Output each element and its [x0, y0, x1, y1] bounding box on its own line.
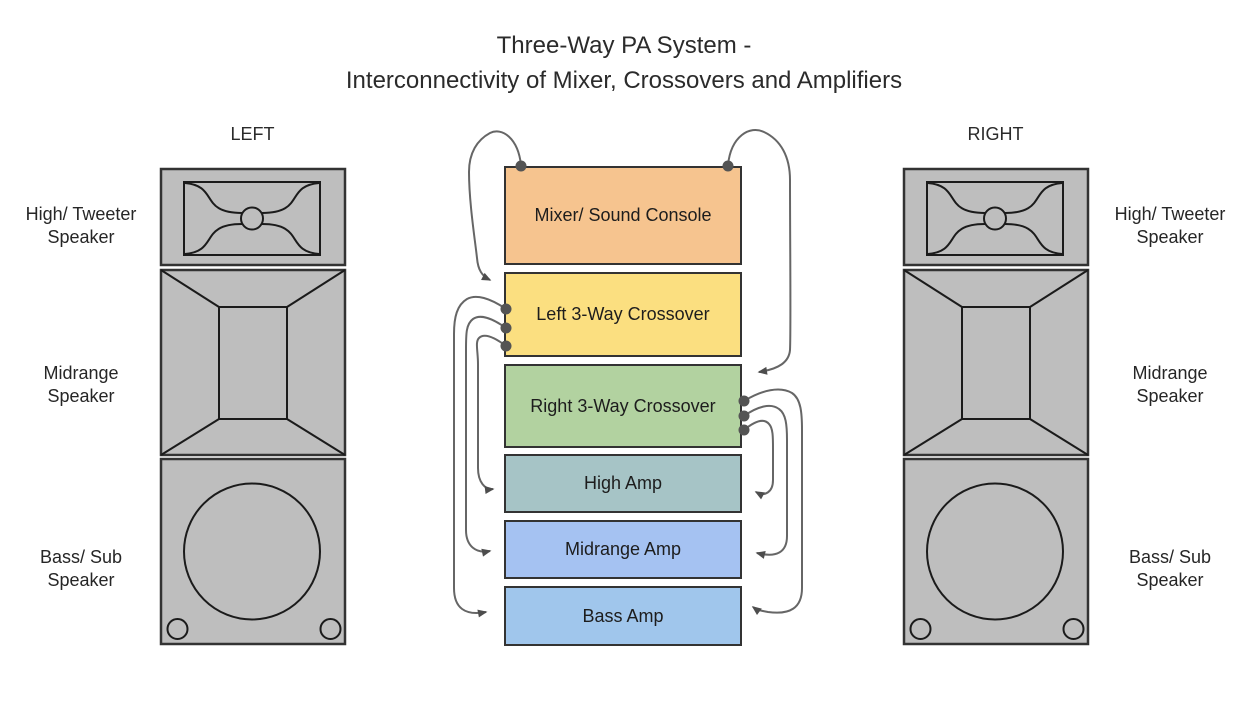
wire-left-crossover-to-high-amp: [475, 334, 507, 494]
wire-left-crossover-to-bass-amp: [453, 295, 507, 618]
label-line: Bass/ Sub: [39, 547, 123, 567]
left-channel-label: LEFT: [230, 124, 275, 144]
high-amp-box: High Amp: [504, 454, 742, 513]
title-line-1: Three-Way PA System -: [496, 32, 752, 59]
left-crossover-box: Left 3-Way Crossover: [504, 272, 742, 357]
left-crossover-box-label: Left 3-Way Crossover: [536, 304, 710, 324]
wire-left-crossover-to-midrange-amp: [465, 315, 507, 557]
label-line: Speaker: [47, 386, 115, 406]
diagram-title: Three-Way PA System - Interconnectivity …: [0, 28, 1248, 98]
right-speaker-cabinet: [902, 167, 1090, 646]
bass-amp-box: Bass Amp: [504, 586, 742, 646]
title-line-2: Interconnectivity of Mixer, Crossovers a…: [345, 67, 903, 94]
wire-right-crossover-to-high-amp: [743, 419, 774, 500]
right-crossover-box-label: Right 3-Way Crossover: [530, 395, 716, 416]
label-line: High/ Tweeter: [1114, 204, 1226, 224]
right-midrange-label: Midrange Speaker: [1094, 362, 1246, 408]
wire-right-crossover-to-midrange-amp: [743, 404, 788, 559]
left-bass-label: Bass/ Sub Speaker: [5, 546, 157, 592]
label-line: Speaker: [1136, 386, 1204, 406]
mixer-box-label: Mixer/ Sound Console: [534, 205, 712, 225]
label-line: Bass/ Sub: [1128, 547, 1212, 567]
mixer-box: Mixer/ Sound Console: [504, 166, 742, 265]
label-line: Speaker: [1136, 227, 1204, 247]
wire-right-crossover-to-bass-amp: [743, 388, 803, 615]
midrange-amp-box: Midrange Amp: [504, 520, 742, 579]
high-amp-box-label: High Amp: [583, 473, 663, 493]
midrange-amp-box-label: Midrange Amp: [564, 539, 682, 559]
label-line: Midrange: [43, 363, 119, 383]
label-line: Midrange: [1132, 363, 1208, 383]
label-line: Speaker: [1136, 570, 1204, 590]
left-speaker-cabinet: [159, 167, 347, 646]
right-crossover-box: Right 3-Way Crossover: [504, 364, 742, 448]
right-bass-label: Bass/ Sub Speaker: [1094, 546, 1246, 592]
label-line: Speaker: [47, 570, 115, 590]
left-midrange-label: Midrange Speaker: [5, 362, 157, 408]
label-line: Speaker: [47, 227, 115, 247]
bass-amp-box-label: Bass Amp: [582, 605, 664, 626]
left-tweeter-label: High/ Tweeter Speaker: [5, 203, 157, 249]
label-line: High/ Tweeter: [25, 204, 137, 224]
right-tweeter-label: High/ Tweeter Speaker: [1094, 203, 1246, 249]
right-channel-label: RIGHT: [967, 124, 1024, 144]
